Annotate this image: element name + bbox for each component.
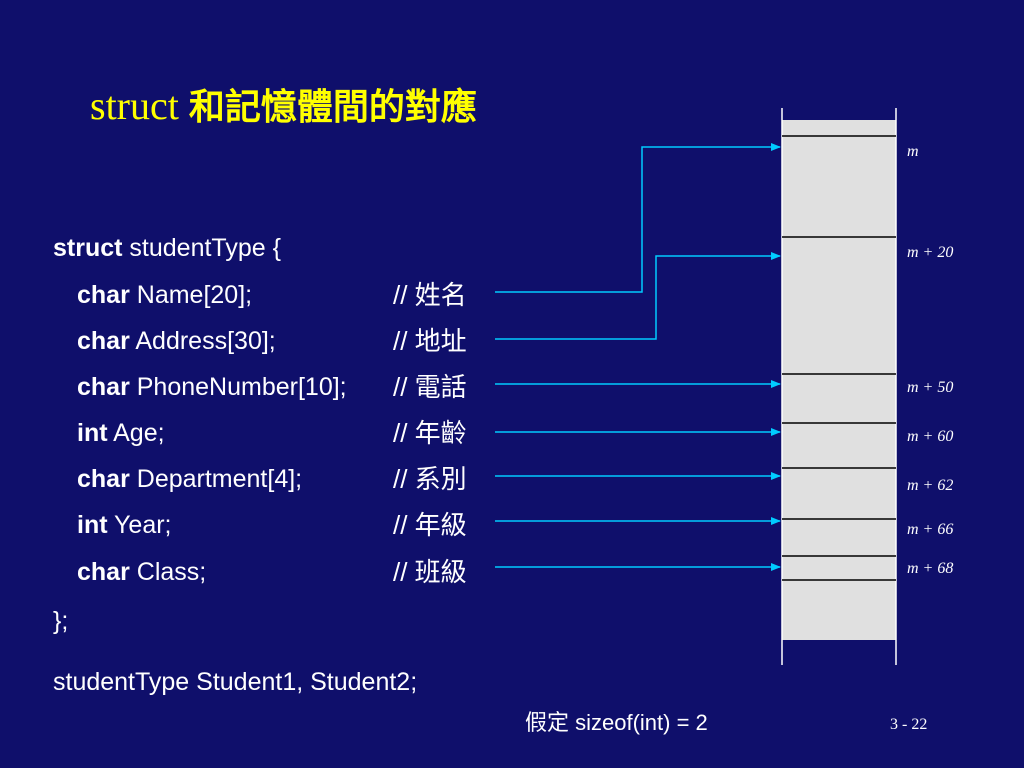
code-text: Department[4]; xyxy=(129,465,303,493)
code-member: int Year; xyxy=(77,510,172,540)
code-text: Year; xyxy=(107,511,172,539)
code-keyword: struct xyxy=(53,234,123,262)
code-comment: // 姓名 xyxy=(393,280,467,310)
sizeof-note: 假定 sizeof(int) = 2 xyxy=(525,710,708,735)
address-label: m + 20 xyxy=(907,244,954,261)
code-text: Age; xyxy=(107,419,165,447)
code-variable-declaration: studentType Student1, Student2; xyxy=(53,668,418,696)
address-label: m xyxy=(907,143,919,160)
code-keyword: int xyxy=(77,511,108,539)
code-text: studentType { xyxy=(122,234,281,262)
code-keyword: char xyxy=(77,327,130,355)
code-keyword: char xyxy=(77,373,130,401)
code-comment: // 系別 xyxy=(393,464,467,494)
arrow-address xyxy=(495,252,781,340)
code-keyword: char xyxy=(77,281,130,309)
code-comment: // 年齡 xyxy=(393,418,467,448)
code-keyword: char xyxy=(77,558,130,586)
title-chinese: 和記憶體間的對應 xyxy=(188,87,477,128)
address-label: m + 68 xyxy=(907,560,954,577)
code-comment: // 電話 xyxy=(393,372,467,402)
code-text: PhoneNumber[10]; xyxy=(129,373,347,401)
code-text: Class; xyxy=(129,558,207,586)
code-comment: // 班級 xyxy=(393,557,467,587)
arrow-name xyxy=(495,143,781,293)
address-label: m + 62 xyxy=(907,477,954,494)
code-struct-open: struct studentType { xyxy=(53,233,281,263)
code-member: char Address[30]; xyxy=(77,326,276,356)
code-comment: // 年級 xyxy=(393,510,467,540)
address-label: m + 66 xyxy=(907,521,954,538)
address-label: m + 50 xyxy=(907,379,954,396)
page-number: 3 - 22 xyxy=(890,716,928,733)
title-english: struct xyxy=(90,83,179,128)
memory-block xyxy=(782,120,896,640)
code-comment: // 地址 xyxy=(393,326,467,356)
address-label: m + 60 xyxy=(907,428,954,445)
code-text: Address[30]; xyxy=(129,327,276,355)
code-keyword: int xyxy=(77,419,108,447)
code-member: char Name[20]; xyxy=(77,280,252,310)
code-member: char Department[4]; xyxy=(77,464,302,494)
code-text: Name[20]; xyxy=(129,281,253,309)
code-struct-close: }; xyxy=(53,607,69,635)
code-member: char Class; xyxy=(77,557,206,587)
code-keyword: char xyxy=(77,465,130,493)
code-member: int Age; xyxy=(77,418,165,448)
code-member: char PhoneNumber[10]; xyxy=(77,372,347,402)
